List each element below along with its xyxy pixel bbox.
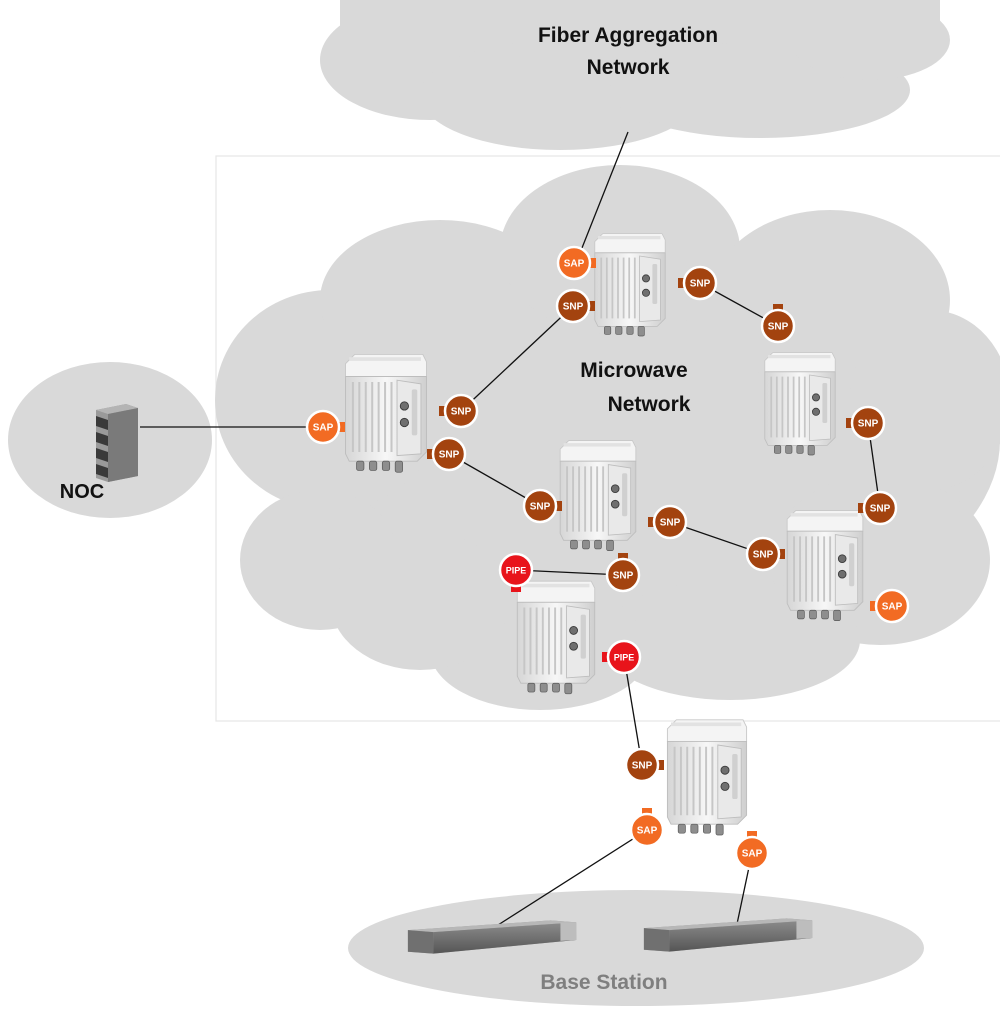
radio-unit-top: [593, 232, 667, 337]
snp-badge-circle: [652, 504, 688, 540]
snp-badge-label: SNP: [613, 571, 634, 582]
sap-badge-label: SAP: [882, 602, 903, 613]
microwave-network-frame: [215, 155, 1000, 722]
snp-badge-label: SNP: [870, 504, 891, 515]
snp-badge-label: SNP: [690, 279, 711, 290]
radio-unit-bottom-left: [516, 580, 596, 695]
sap-badge-circle: [874, 588, 910, 624]
snp-badge-circle: [850, 405, 886, 441]
snp-badge: SNP: [648, 504, 688, 540]
snp-badge: SNP: [858, 490, 898, 526]
snp-badge-circle: [760, 308, 796, 344]
snp-badge-label: SNP: [439, 450, 460, 461]
snp-badge: SNP: [846, 405, 886, 441]
sap-badge-circle: [305, 409, 341, 445]
sap-badge: SAP: [556, 245, 596, 281]
sap-badge: SAP: [734, 831, 770, 871]
sap-badge: SAP: [629, 808, 665, 848]
snp-badge: SNP: [760, 304, 796, 344]
noc-label: NOC: [60, 481, 104, 503]
snp-badge: SNP: [427, 436, 467, 472]
sap-badge-circle: [629, 812, 665, 848]
radio-unit-right: [763, 351, 837, 456]
snp-badge-label: SNP: [563, 302, 584, 313]
snp-badge-circle: [443, 393, 479, 429]
sap-badge-label: SAP: [637, 826, 658, 837]
pipe-badge-label: PIPE: [506, 566, 527, 576]
pipe-badge-circle: [498, 552, 534, 588]
sap-badge: SAP: [870, 588, 910, 624]
badges: SAP SNP SNP SNP SAP SNP SNP SNP SNP SNP SNP SNP PIPE…: [305, 245, 910, 871]
pipe-badge: PIPE: [498, 552, 534, 592]
snp-badge: SNP: [678, 265, 718, 301]
snp-badge-circle: [605, 557, 641, 593]
microwave-network-label-line1: Microwave: [580, 359, 687, 382]
microwave-network-label-line2: Network: [608, 393, 691, 416]
snp-badge: SNP: [605, 553, 641, 593]
snp-badge-circle: [522, 488, 558, 524]
snp-badge-circle: [862, 490, 898, 526]
snp-badge-label: SNP: [768, 322, 789, 333]
noc-server-icon: [96, 404, 138, 482]
snp-badge-circle: [555, 288, 591, 324]
sap-badge-label: SAP: [564, 259, 585, 270]
base-station-label: Base Station: [540, 971, 667, 994]
radio-unit-center: [559, 439, 637, 552]
snp-badge: SNP: [624, 747, 664, 783]
snp-badge-label: SNP: [451, 407, 472, 418]
snp-badge: SNP: [522, 488, 562, 524]
snp-badge: SNP: [555, 288, 595, 324]
radio-unit-left: [344, 353, 428, 474]
snp-badge-label: SNP: [660, 518, 681, 529]
sap-badge-circle: [734, 835, 770, 871]
sap-badge: SAP: [305, 409, 345, 445]
fiber-network-label-line1: Fiber Aggregation: [538, 24, 718, 47]
snp-badge-circle: [624, 747, 660, 783]
radio-unit-access: [666, 718, 748, 837]
pipe-badge-circle: [606, 639, 642, 675]
snp-badge-label: SNP: [530, 502, 551, 513]
sap-badge-label: SAP: [742, 849, 763, 860]
pipe-badge-label: PIPE: [614, 653, 635, 663]
snp-badge-label: SNP: [632, 761, 653, 772]
sap-badge-circle: [556, 245, 592, 281]
snp-badge-circle: [431, 436, 467, 472]
fiber-aggregation-cloud: [320, 0, 950, 150]
snp-badge: SNP: [745, 536, 785, 572]
pipe-badge: PIPE: [602, 639, 642, 675]
snp-badge-label: SNP: [753, 550, 774, 561]
fiber-network-label-line2: Network: [587, 56, 670, 79]
radio-unit-bottom-right: [786, 509, 864, 622]
snp-badge-circle: [682, 265, 718, 301]
sap-badge-label: SAP: [313, 423, 334, 434]
snp-badge: SNP: [439, 393, 479, 429]
snp-badge-label: SNP: [858, 419, 879, 430]
snp-badge-circle: [745, 536, 781, 572]
